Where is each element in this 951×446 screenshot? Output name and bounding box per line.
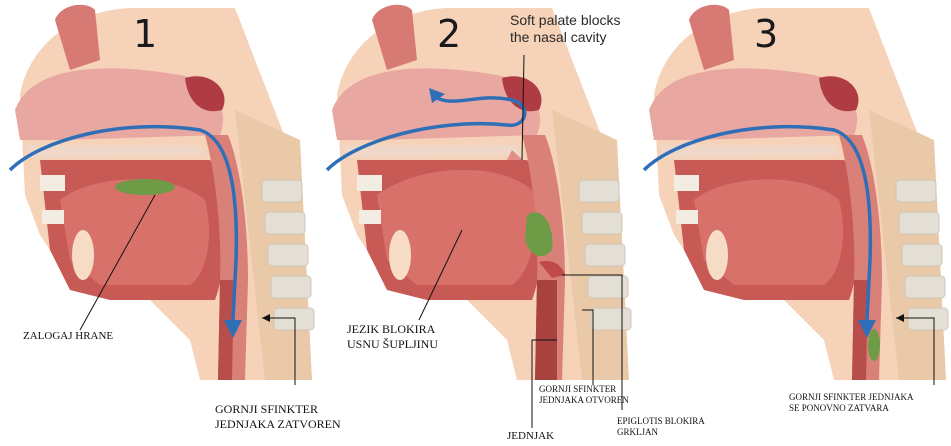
panel-1: 1 ZALOGAJ HRANE GORNJI SFINKTER JEDNJAKA… — [0, 0, 317, 446]
jaw-bone — [706, 230, 728, 280]
bolus — [115, 179, 175, 195]
step-number: 3 — [754, 12, 778, 56]
head-cross-section-3 — [634, 0, 951, 446]
step-number: 1 — [133, 12, 157, 56]
lower-teeth — [359, 210, 381, 224]
upper-teeth — [357, 175, 382, 191]
bolus-label: ZALOGAJ HRANE — [23, 330, 113, 343]
soft-palate-note: Soft palate blocks the nasal cavity — [510, 12, 634, 46]
bolus — [868, 329, 880, 361]
step-number: 2 — [437, 12, 461, 56]
head-cross-section-2 — [317, 0, 634, 446]
head-cross-section-1 — [0, 0, 317, 446]
sphincter-open-label: GORNJI SFINKTER JEDNJAKA OTVOREN — [539, 384, 629, 406]
lower-teeth — [676, 210, 698, 224]
panel-2: 2 Soft palate blocks the nasal cavity JE… — [317, 0, 634, 446]
panel-3: 3 GORNJI SFINKTER JEDNJAKA SE PONOVNO ZA… — [634, 0, 951, 446]
sphincter-reclosing-label: GORNJI SFINKTER JEDNJAKA SE PONOVNO ZATV… — [789, 392, 914, 414]
tongue-label: JEZIK BLOKIRA USNU ŠUPLJINU — [347, 322, 438, 352]
upper-teeth — [674, 175, 699, 191]
lower-teeth — [42, 210, 64, 224]
jaw-bone — [72, 230, 94, 280]
esophagus-label: JEDNJAK — [507, 430, 554, 443]
esophagus-inner — [535, 280, 557, 380]
jaw-bone — [389, 230, 411, 280]
upper-teeth — [40, 175, 65, 191]
